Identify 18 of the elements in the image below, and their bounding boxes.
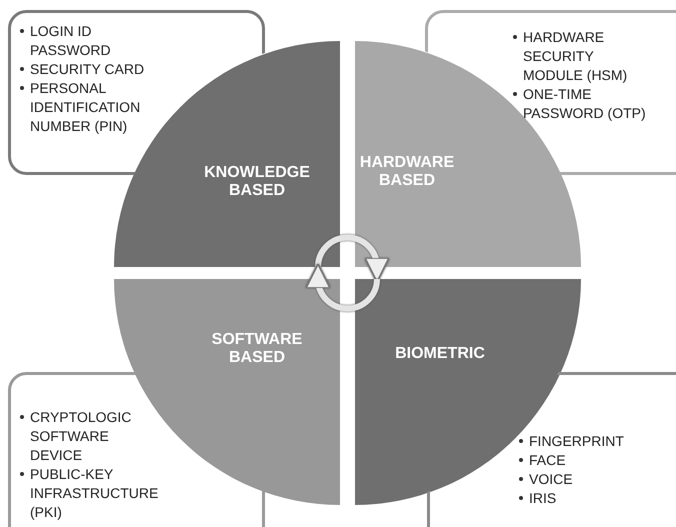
bullet-item: PERSONAL IDENTIFICATION NUMBER (PIN) [30,79,155,136]
bullet-item: CRYPTOLOGIC SOFTWARE DEVICE [30,408,161,465]
bullet-item: ONE-TIME PASSWORD (OTP) [523,85,648,123]
bullet-item: FINGERPRINT [529,432,676,451]
text-card [8,372,265,527]
bullet-item: IRIS [529,489,676,508]
bullet-item: VOICE [529,470,676,489]
segment-label: SOFTWARE BASED [212,331,302,367]
text-card [427,372,676,527]
curved-arrow [306,263,380,312]
bullet-item: LOGIN ID PASSWORD [30,22,155,60]
bullet-item: PUBLIC-KEY INFRASTRUCTURE (PKI) [30,465,161,522]
segment-label: HARDWARE BASED [360,154,454,190]
segment-label: KNOWLEDGE BASED [204,164,310,200]
bullet-item: FACE [529,451,676,470]
bullet-item: HARDWARE SECURITY MODULE (HSM) [523,28,648,85]
bullet-item: SECURITY CARD [30,60,155,79]
segment-label: BIOMETRIC [395,345,485,363]
